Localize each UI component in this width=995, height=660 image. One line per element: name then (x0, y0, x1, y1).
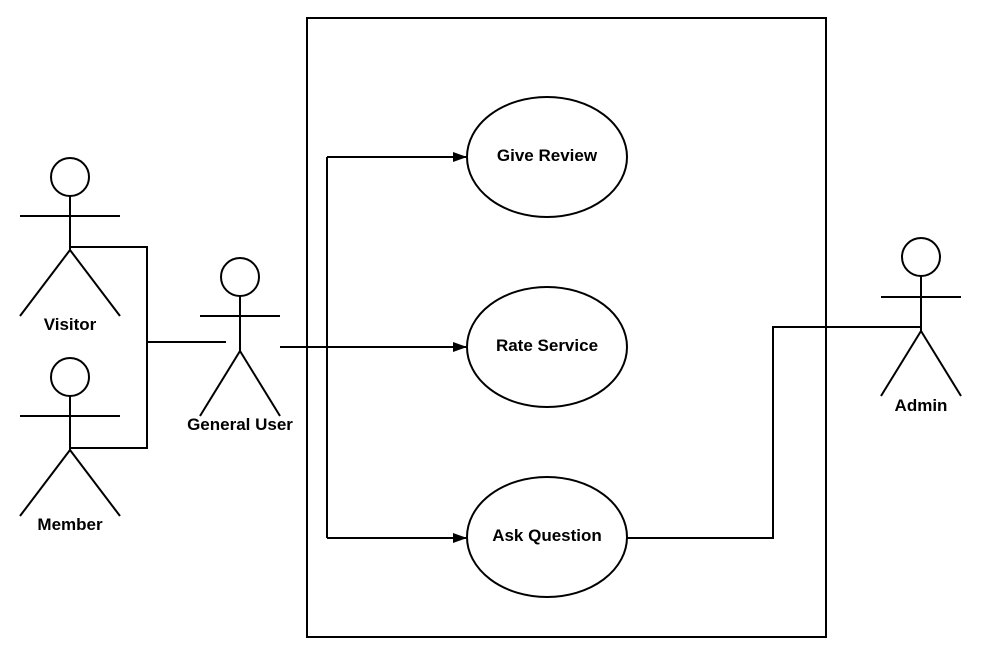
use-case-ellipse (466, 286, 628, 408)
actor-admin-label: Admin (895, 396, 948, 415)
actor-visitor-label: Visitor (44, 315, 97, 334)
actor-head (50, 357, 90, 397)
actor-admin[interactable]: Admin (880, 237, 962, 415)
actor-head (220, 257, 260, 297)
actor-general-user[interactable]: General User (187, 257, 293, 434)
use-case-ask-question-label: Ask Question (492, 526, 602, 545)
use-case-give-review[interactable]: Give Review (466, 96, 628, 218)
actor-leg-left (199, 350, 241, 417)
use-case-rate-service-label: Rate Service (496, 336, 598, 355)
actor-member[interactable]: Member (19, 357, 121, 534)
use-case-give-review-label: Give Review (497, 146, 598, 165)
use-case-rate-service[interactable]: Rate Service (466, 286, 628, 408)
actor-member-label: Member (37, 515, 103, 534)
generalization-connector (70, 246, 148, 449)
use-case-ellipse (466, 96, 628, 218)
use-case-ask-question[interactable]: Ask Question (466, 476, 628, 598)
actor-visitor[interactable]: Visitor (19, 157, 121, 334)
actor-leg-right (239, 350, 281, 417)
actor-leg-left (19, 249, 71, 317)
actor-head (901, 237, 941, 277)
actor-head (50, 157, 90, 197)
actor-leg-right (69, 249, 121, 317)
actor-leg-left (19, 449, 71, 517)
association-admin-line (627, 326, 921, 539)
actor-general-user-label: General User (187, 415, 293, 434)
actor-leg-right (920, 330, 962, 397)
actor-leg-right (69, 449, 121, 517)
actor-leg-left (880, 330, 922, 397)
